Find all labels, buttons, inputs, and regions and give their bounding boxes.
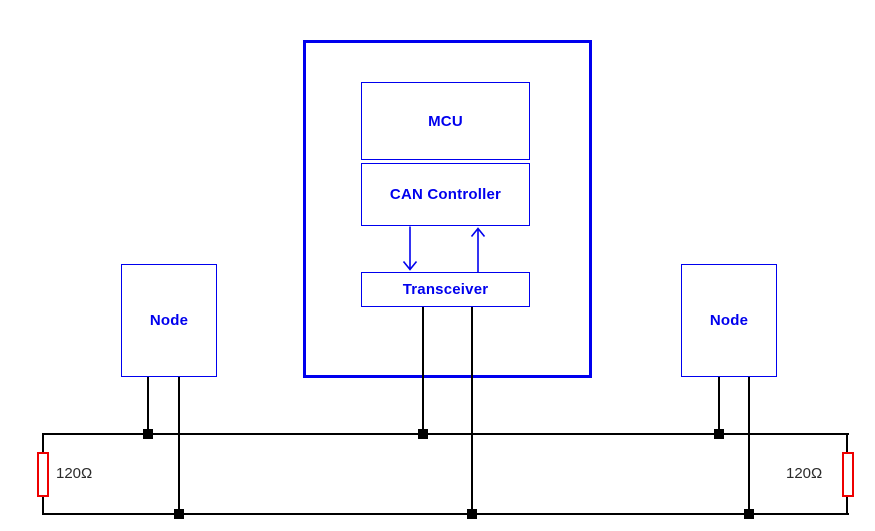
terminating-resistor-right	[842, 452, 854, 497]
mcu-label: MCU	[428, 112, 463, 130]
junction-dot-right-high	[714, 429, 724, 439]
node-label-left: Node	[149, 312, 189, 329]
wire-node-right-can-low	[748, 377, 750, 515]
terminator-label-left: 120Ω	[56, 465, 93, 482]
data-flow-arrows	[402, 226, 486, 272]
can-controller-label: CAN Controller	[389, 186, 502, 203]
junction-dot-center-high	[418, 429, 428, 439]
node-box-left: Node	[121, 264, 217, 377]
node-box-right: Node	[681, 264, 777, 377]
can-bus-line-low	[43, 513, 849, 515]
node-label-right: Node	[709, 312, 749, 329]
junction-dot-left-high	[143, 429, 153, 439]
transceiver-label: Transceiver	[402, 281, 489, 298]
terminating-resistor-left	[37, 452, 49, 497]
wire-node-left-can-low	[178, 377, 180, 515]
transceiver-box: Transceiver	[361, 272, 530, 307]
ecu-detail-box	[303, 40, 592, 378]
wire-node-right-can-high	[718, 377, 720, 434]
wire-node-left-can-high	[147, 377, 149, 434]
junction-dot-right-low	[744, 509, 754, 519]
wire-transceiver-can-low	[471, 307, 473, 515]
terminator-label-right: 120Ω	[786, 465, 823, 482]
up-arrow-icon	[470, 227, 486, 272]
junction-dot-left-low	[174, 509, 184, 519]
can-controller-box: CAN Controller	[361, 163, 530, 226]
junction-dot-center-low	[467, 509, 477, 519]
mcu-box: MCU	[361, 82, 530, 160]
wire-transceiver-can-high	[422, 307, 424, 434]
can-bus-line-high	[43, 433, 849, 435]
down-arrow-icon	[402, 226, 418, 271]
